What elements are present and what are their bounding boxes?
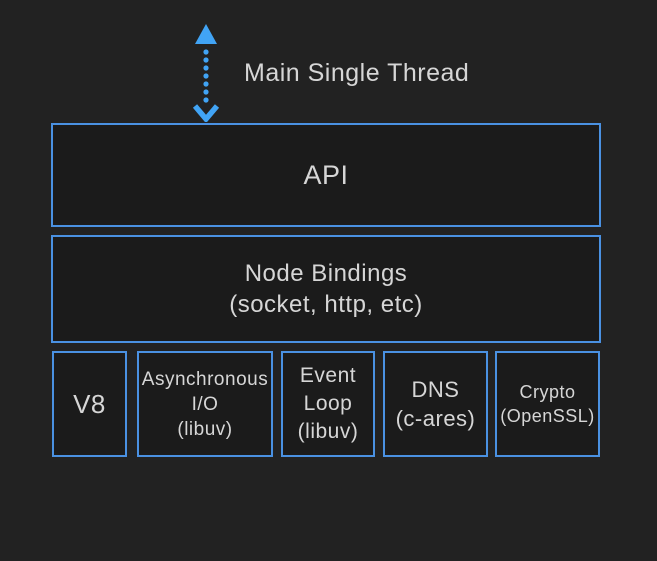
main-single-thread-label: Main Single Thread [244, 59, 470, 87]
api-layer-label: API [303, 159, 349, 190]
node-bindings-layer-box: Node Bindings (socket, http, etc) [51, 235, 601, 343]
component-label-dns: DNS (c-ares) [395, 377, 476, 431]
component-box-event-loop: Event Loop (libuv) [281, 351, 375, 457]
node-bindings-line2: (socket, http, etc) [229, 291, 423, 318]
component-box-v8: V8 [52, 351, 127, 457]
component-box-crypto: Crypto (OpenSSL) [495, 351, 600, 457]
component-label-async-io: Asynchronous I/O (libuv) [141, 368, 269, 440]
component-box-async-io: Asynchronous I/O (libuv) [137, 351, 273, 457]
component-label-event-loop: Event Loop (libuv) [297, 364, 359, 443]
component-label-v8: V8 [73, 388, 106, 419]
node-bindings-layer-label: Node Bindings (socket, http, etc) [229, 258, 423, 320]
node-bindings-line1: Node Bindings [244, 260, 408, 287]
component-box-dns: DNS (c-ares) [383, 351, 488, 457]
component-label-crypto: Crypto (OpenSSL) [500, 382, 595, 426]
api-layer-box: API [51, 123, 601, 227]
double-headed-dotted-arrow-icon [192, 24, 220, 122]
